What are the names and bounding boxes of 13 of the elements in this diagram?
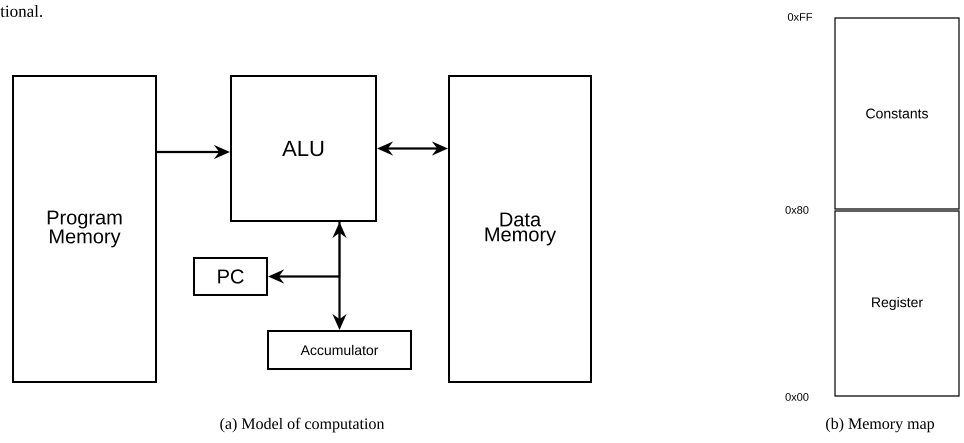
caption: (a) Model of computation <box>220 418 384 432</box>
memory-region: Constants <box>834 17 960 210</box>
memory-box: Program Memory <box>12 75 157 383</box>
alu-box: ALU <box>230 75 377 222</box>
memory-region: Register <box>834 210 960 397</box>
address-label: 0x00 <box>786 393 808 401</box>
address-label: 0x80 <box>786 206 808 214</box>
memory-box: Data Memory <box>448 75 592 383</box>
register-box: PC <box>193 257 268 296</box>
body-text: tional. <box>0 4 42 17</box>
caption: (b) Memory map <box>826 418 934 432</box>
address-label: 0xFF <box>788 13 812 21</box>
register-box: Accumulator <box>267 330 412 370</box>
